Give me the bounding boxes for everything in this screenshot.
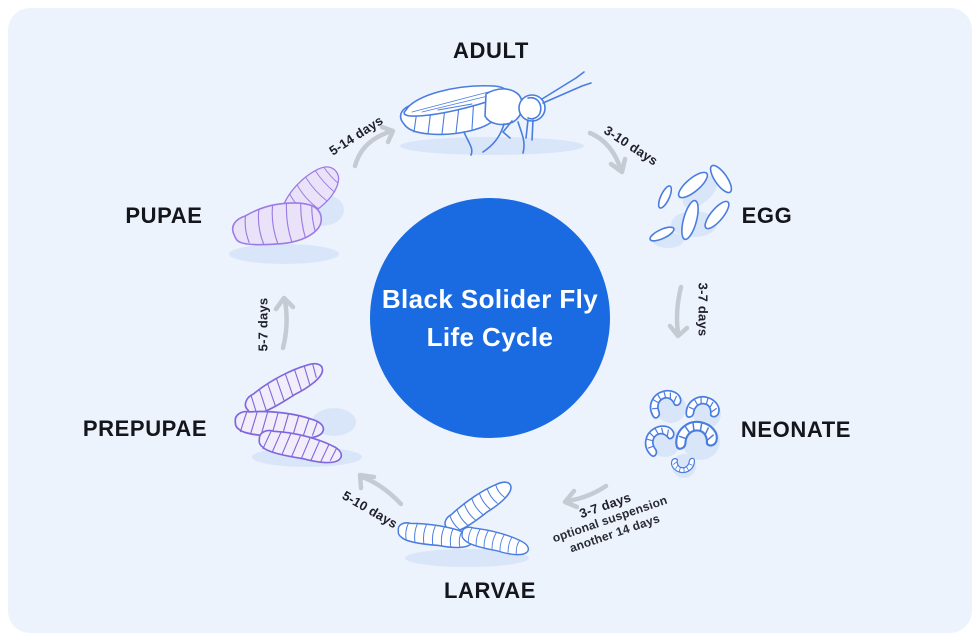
stage-label-neonate: NEONATE: [740, 417, 852, 442]
egg: [709, 164, 733, 194]
arrow-pupae-to-adult-icon: [352, 124, 396, 169]
fly-wing-veins: [411, 89, 497, 113]
fly-eye: [527, 96, 542, 120]
fly-thorax: [484, 88, 524, 126]
arrow-adult-to-egg-icon: [587, 130, 628, 175]
stage-label-adult: ADULT: [453, 38, 529, 63]
prepupa: [240, 360, 329, 421]
stage-label-prepupae: PREPUPAE: [82, 416, 208, 441]
diagram-title-line1: Black Solider Fly: [381, 284, 599, 314]
duration-prepupae-to-pupae: 5-7 days: [255, 297, 271, 352]
egg: [704, 200, 730, 230]
arrow-egg-to-neonate-icon: [667, 284, 690, 339]
adult-fly-illustration: [399, 71, 592, 156]
prepupae-illustration: [233, 360, 362, 469]
duration-egg-to-neonate: 3-7 days: [695, 282, 711, 337]
diagram-title-line2: Life Cycle: [426, 322, 554, 352]
egg: [681, 199, 699, 241]
stage-label-pupae: PUPAE: [125, 203, 203, 228]
fly-proboscis: [525, 119, 534, 141]
pupa: [229, 197, 325, 252]
arrow-prepupae-to-pupae-icon: [273, 295, 296, 351]
larvae-shadow: [405, 549, 529, 567]
fly-legs: [463, 120, 525, 156]
egg-cluster-illustration: [649, 164, 733, 248]
egg: [649, 226, 675, 242]
stage-label-egg: EGG: [741, 203, 793, 228]
egg: [657, 185, 673, 209]
arrow-larvae-to-prepupae-icon: [357, 472, 404, 507]
fly-abdomen-segments: [413, 95, 475, 135]
stage-label-larvae: LARVAE: [443, 578, 537, 603]
egg: [677, 171, 709, 199]
larvae-illustration: [395, 478, 532, 567]
arrow-neonate-to-larvae-icon: [562, 483, 609, 510]
fly-antennae: [541, 71, 592, 104]
neonate-cluster-illustration: [638, 386, 723, 478]
fly-shadow: [400, 137, 584, 155]
pupae-illustration: [229, 162, 348, 264]
center-title-circle: Black Solider Fly Life Cycle: [370, 198, 610, 438]
